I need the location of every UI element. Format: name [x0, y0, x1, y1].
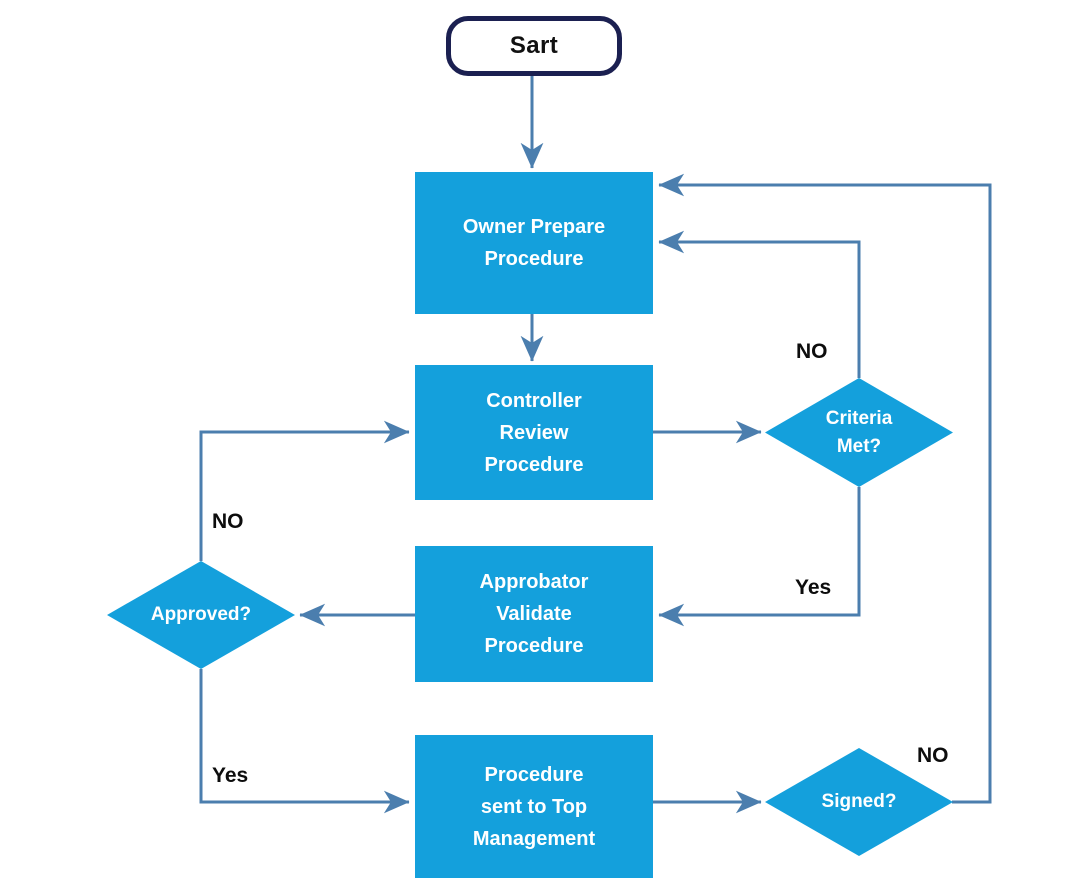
node-start[interactable]: Sart	[446, 16, 622, 76]
node-criteria-met-decision-label: Criteria Met?	[825, 407, 893, 457]
node-approbator-validate-procedure-label: Approbator Validate Procedure	[479, 571, 589, 657]
node-approved-decision[interactable]: Approved?	[107, 561, 295, 669]
node-procedure-sent-top-management-label: Procedure sent to Top Management	[472, 763, 596, 850]
edge-label-criteria-met-no: NO	[796, 340, 828, 363]
node-approbator-validate-procedure[interactable]: Approbator Validate Procedure	[415, 546, 653, 682]
edge-label-signed-no: NO	[917, 744, 949, 767]
edge-approved-no-to-controller-review	[199, 420, 410, 561]
node-controller-review-procedure-label: Controller Review Procedure	[484, 389, 584, 476]
edge-approved-yes-to-procedure-sent	[199, 669, 410, 814]
node-approved-decision-label: Approved?	[150, 604, 252, 625]
node-signed-decision[interactable]: Signed?	[765, 748, 953, 856]
edge-label-approved-yes: Yes	[212, 764, 249, 787]
edge-criteria-met-no-to-owner-prepare	[658, 230, 861, 378]
node-signed-decision-label: Signed?	[821, 791, 897, 812]
node-owner-prepare-procedure[interactable]: Owner Prepare Procedure	[415, 172, 653, 314]
edge-label-criteria-met-yes: Yes	[795, 576, 832, 599]
node-start-label: Sart	[509, 32, 559, 59]
node-criteria-met-decision[interactable]: Criteria Met?	[765, 378, 953, 487]
node-controller-review-procedure[interactable]: Controller Review Procedure	[415, 365, 653, 500]
node-procedure-sent-top-management[interactable]: Procedure sent to Top Management	[415, 735, 653, 878]
edge-label-approved-no: NO	[212, 510, 244, 533]
edge-signed-no-to-owner-prepare	[658, 173, 992, 804]
node-owner-prepare-procedure-label: Owner Prepare Procedure	[462, 216, 606, 270]
edge-criteria-met-yes-to-approbator-validate	[658, 487, 861, 627]
